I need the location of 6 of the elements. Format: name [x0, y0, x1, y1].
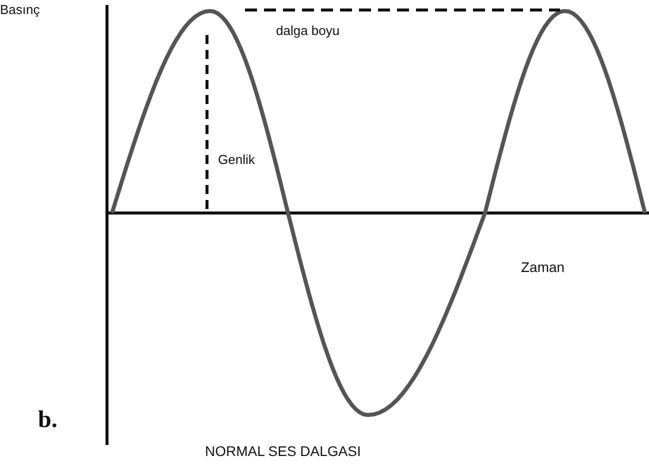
panel-letter: b.	[38, 407, 58, 434]
caption: NORMAL SES DALGASI	[205, 444, 361, 460]
axis-label: Basınç	[0, 3, 40, 18]
dimension-label: Genlik	[218, 153, 255, 168]
axis-label: Zaman	[521, 260, 565, 276]
dimension-label: dalga boyu	[276, 24, 340, 38]
